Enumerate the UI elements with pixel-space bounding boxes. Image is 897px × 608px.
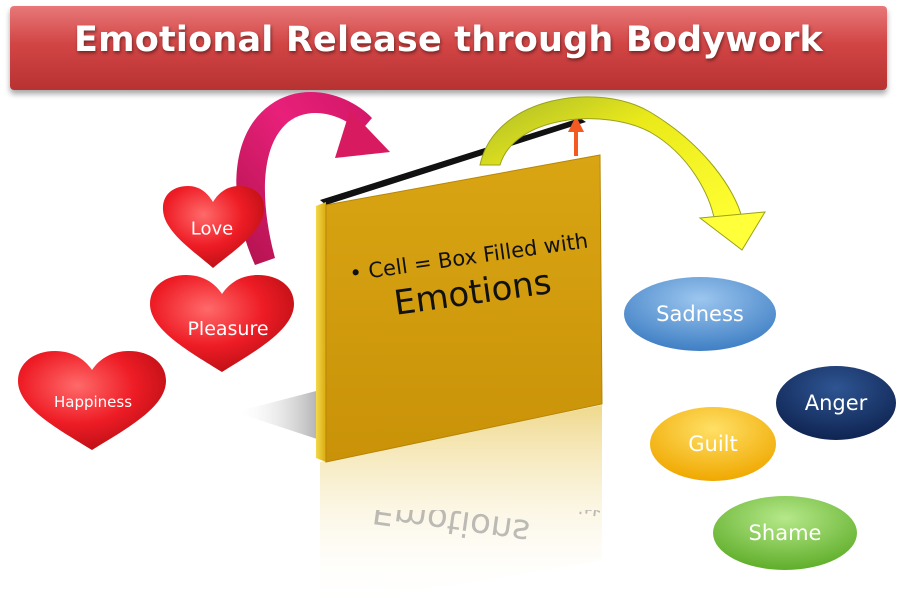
heart-label-love: Love [191, 219, 233, 240]
reflect-main-word: Emotions [370, 510, 600, 562]
text-reflection: Emotions • Cell = Box Filled with [330, 510, 600, 608]
heart-label-happiness: Happiness [54, 393, 132, 411]
oval-label-shame: Shame [749, 521, 822, 545]
oval-label-guilt: Guilt [688, 432, 738, 456]
oval-label-sadness: Sadness [656, 302, 744, 326]
box-shadow [235, 390, 320, 440]
box-side [316, 202, 326, 462]
heart-label-pleasure: Pleasure [187, 318, 268, 340]
oval-label-anger: Anger [805, 391, 868, 415]
